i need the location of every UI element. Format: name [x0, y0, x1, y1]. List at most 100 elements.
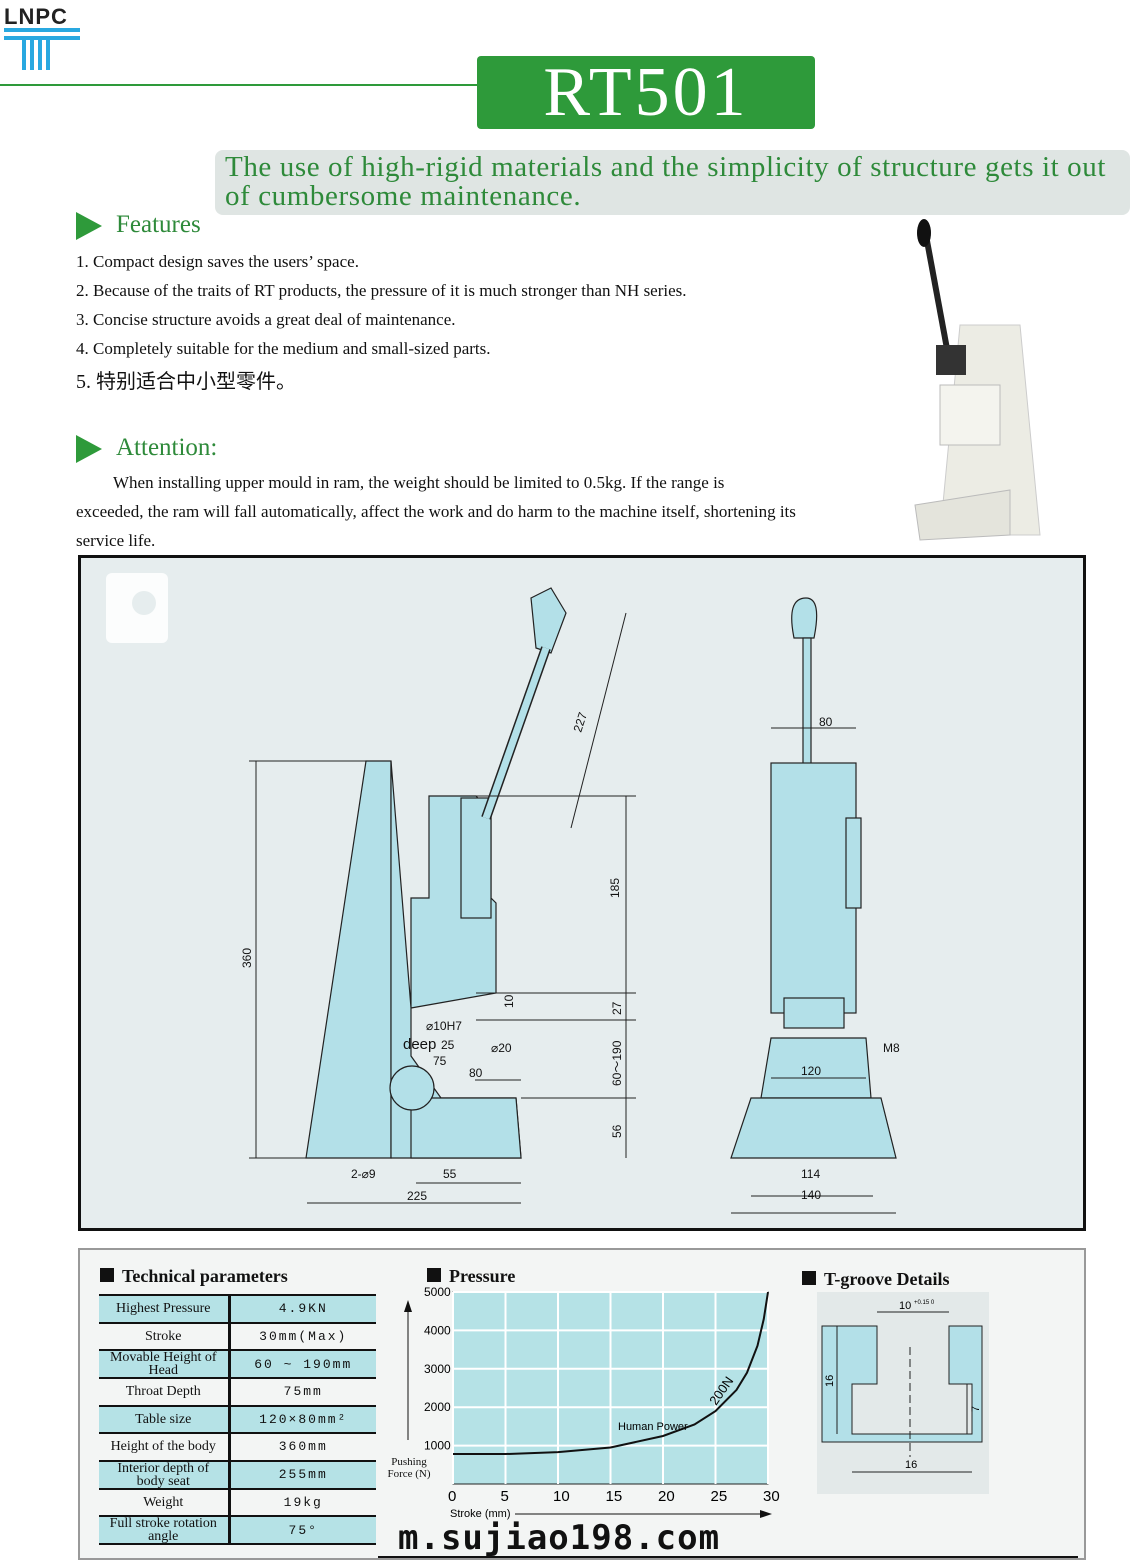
dim-27: 27: [610, 1001, 624, 1015]
feature-item: 2. Because of the traits of RT products,…: [76, 281, 687, 300]
y-tick-label: 5000: [424, 1285, 451, 1299]
features-heading: Features: [76, 211, 201, 241]
x-tick-label: 30: [763, 1488, 780, 1505]
dim-25: 25: [441, 1038, 455, 1052]
feature-item: 3. Concise structure avoids a great deal…: [76, 310, 456, 329]
dim-hole: ⌀10H7: [426, 1019, 462, 1033]
param-label: Weight: [99, 1487, 231, 1517]
features-title: Features: [116, 211, 201, 238]
pressure-heading: Pressure: [427, 1266, 515, 1287]
square-bullet-icon: [100, 1268, 114, 1282]
dim-10: 10: [502, 994, 516, 1008]
arrow-right-icon: [760, 1510, 772, 1518]
series-line-human-power: [453, 1291, 769, 1456]
attention-title: Attention:: [116, 434, 218, 461]
param-label: Height of the body: [99, 1432, 231, 1462]
header-rule: [0, 84, 480, 86]
param-value: 255mm: [229, 1459, 376, 1490]
dim-227: 227: [571, 710, 591, 734]
x-tick-label: 25: [711, 1488, 728, 1505]
model-title: RT501: [477, 56, 815, 129]
param-label: Table size: [99, 1404, 231, 1434]
param-value: 4.9KN: [229, 1294, 376, 1324]
x-tick-label: 10: [553, 1488, 570, 1505]
tgroove-w16: 16: [905, 1459, 917, 1471]
param-label: Highest Pressure: [99, 1294, 231, 1324]
pressure-chart: 0 5 10 15 20 25 30 1000 2000 3000 4000 5000 Human P…: [387, 1285, 780, 1520]
param-value: 60 ~ 190mm: [229, 1349, 376, 1379]
param-value: 360mm: [229, 1432, 376, 1462]
attention-text: When installing upper mould in ram, the …: [76, 473, 796, 550]
product-photo: [914, 219, 1041, 541]
tgroove-title: T-groove Details: [824, 1269, 950, 1289]
dim-75: 75: [433, 1054, 447, 1068]
dim-120: 120: [801, 1064, 821, 1078]
watermark: m.sujiao198.com: [398, 1518, 721, 1558]
x-tick-label: 15: [606, 1488, 623, 1505]
dim-60-190: 60～190: [610, 1040, 624, 1086]
tech-params-heading: Technical parameters: [100, 1266, 288, 1287]
dim-185: 185: [608, 878, 622, 898]
annotation-human: Human Power: [618, 1421, 688, 1433]
dim-80: 80: [469, 1066, 483, 1080]
param-value: 120×80mm²: [229, 1404, 376, 1434]
tgroove-heading: T-groove Details: [802, 1269, 950, 1290]
y-tick-label: 3000: [424, 1362, 451, 1376]
triangle-bullet-icon: [76, 212, 102, 241]
x-tick-label: 5: [501, 1488, 509, 1505]
tgroove-h7: 7: [970, 1406, 982, 1412]
technical-drawing: 227 80 360 185 10 27 60～190 56 ⌀10H7 dee…: [106, 573, 900, 1214]
bottom-rule: [378, 1556, 1078, 1558]
feature-item: 4. Completely suitable for the medium an…: [76, 339, 491, 358]
logo-text: LNPC: [4, 4, 68, 29]
square-bullet-icon: [427, 1268, 441, 1282]
pressure-title: Pressure: [449, 1266, 516, 1286]
dim-114: 114: [801, 1167, 820, 1181]
y-tick-label: 1000: [424, 1439, 451, 1453]
param-label: Full stroke rotation angle: [99, 1515, 231, 1545]
tgroove-tolerance: +0.15 0: [914, 1300, 935, 1306]
param-label: Interior depth of body seat: [99, 1459, 231, 1490]
arrow-up-icon: [404, 1300, 412, 1312]
x-axis-label: Stroke (mm): [450, 1508, 511, 1520]
y-axis-label: Pushing Force (N): [387, 1456, 431, 1480]
y-tick-label: 4000: [424, 1323, 451, 1337]
dim-140: 140: [801, 1188, 821, 1202]
param-value: 75mm: [229, 1377, 376, 1407]
y-tick-label: 2000: [424, 1400, 451, 1414]
dim-20: ⌀20: [491, 1041, 512, 1055]
tagline: The use of high-rigid materials and the …: [215, 150, 1130, 215]
y-axis-label-box: Pushing Force (N): [387, 1456, 431, 1480]
x-tick-label: 20: [658, 1488, 675, 1505]
param-label: Throat Depth: [99, 1377, 231, 1407]
tech-params-title: Technical parameters: [122, 1266, 288, 1286]
attention-heading: Attention:: [76, 434, 218, 464]
x-tick-label: 0: [448, 1488, 456, 1505]
tgroove-diagram: 10 +0.15 0 16 7 16: [817, 1292, 989, 1494]
logo-mark-icon: [4, 28, 80, 70]
drawing-frame: 227 80 360 185 10 27 60～190 56 ⌀10H7 dee…: [78, 555, 1086, 1231]
dim-deep: deep: [403, 1036, 436, 1053]
feature-item: 1. Compact design saves the users’ space…: [76, 252, 359, 271]
square-bullet-icon: [802, 1271, 816, 1285]
dim-55: 55: [443, 1167, 457, 1181]
dim-360: 360: [240, 948, 254, 968]
dim-225: 225: [407, 1189, 427, 1203]
dim-2-9: 2-⌀9: [351, 1167, 376, 1181]
feature-item: 5. 特别适合中小型零件。: [76, 371, 296, 393]
dim-56: 56: [610, 1124, 624, 1138]
triangle-bullet-icon: [76, 435, 102, 464]
param-value: 19kg: [229, 1487, 376, 1517]
tgroove-width-top: 10: [899, 1300, 911, 1312]
